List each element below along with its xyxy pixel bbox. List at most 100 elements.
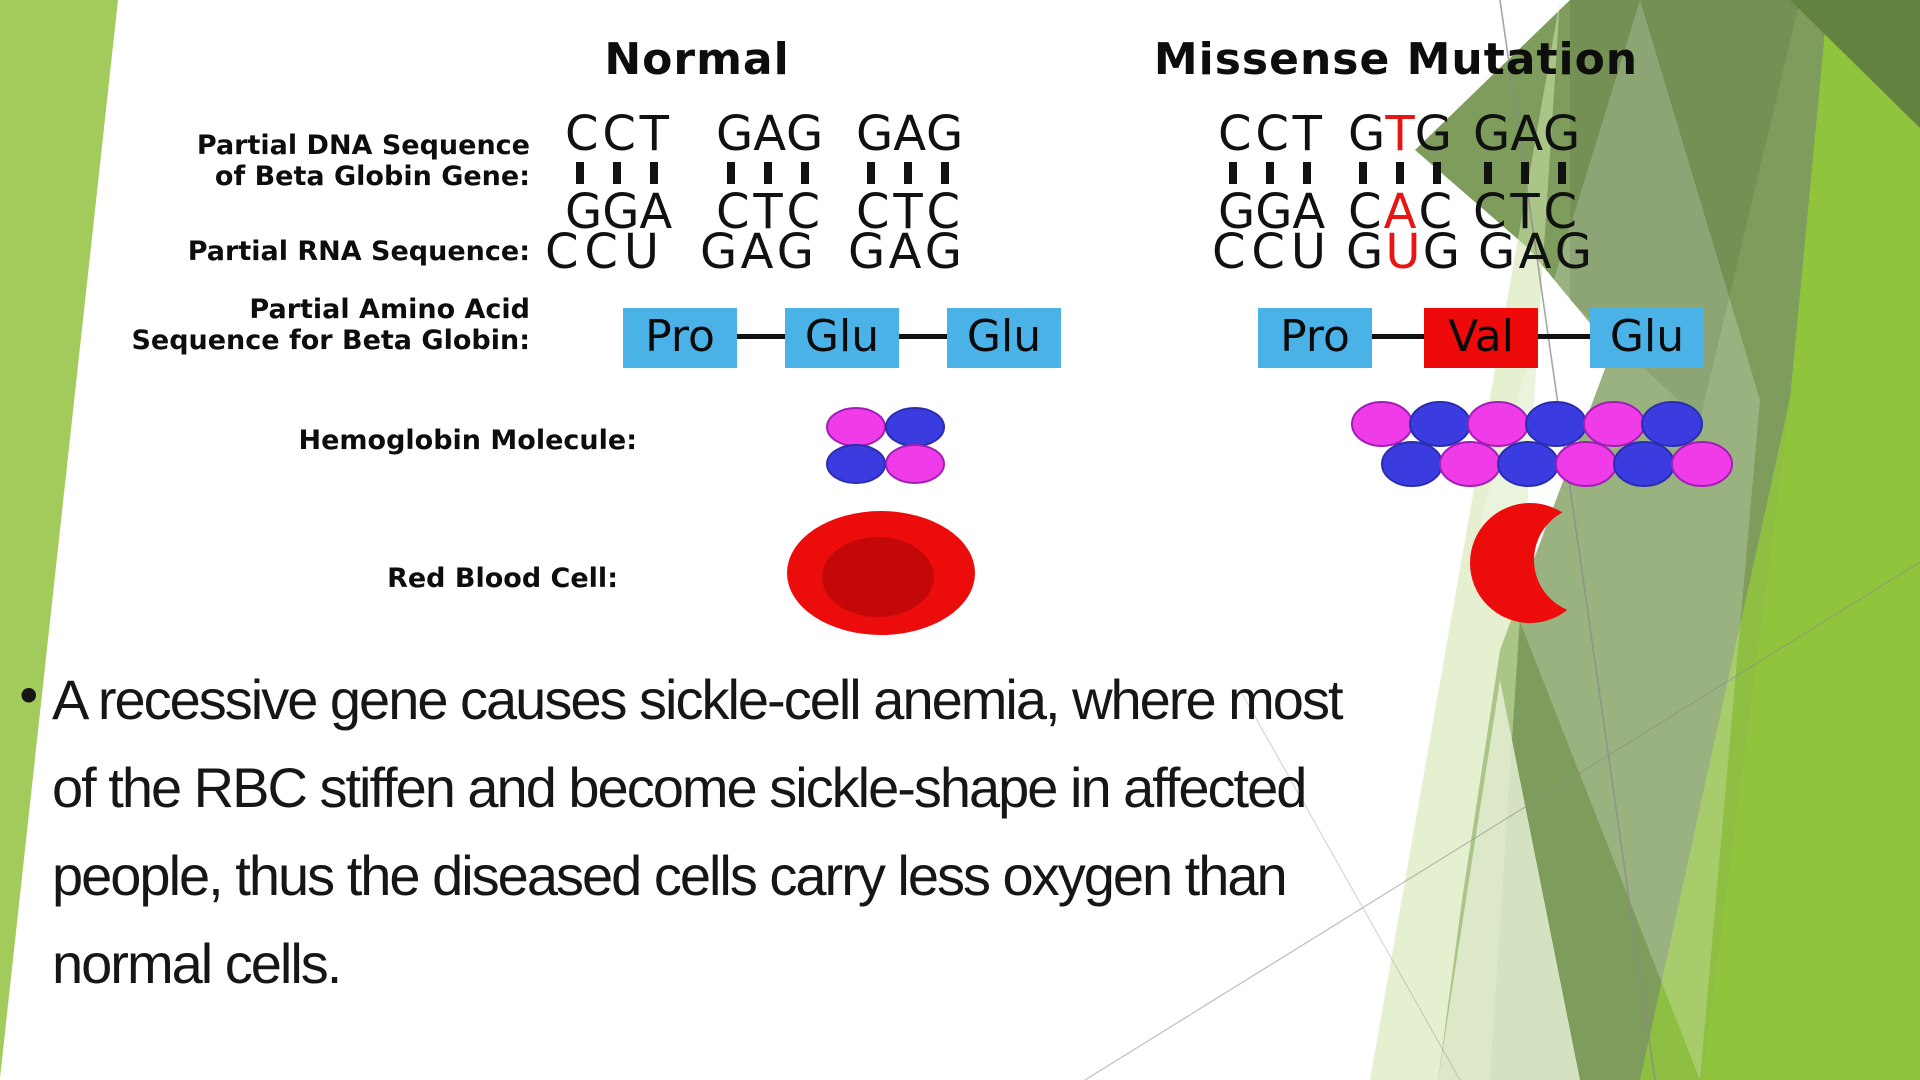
rna-row-label: Partial RNA Sequence: [187, 236, 530, 267]
hemoglobin-subunit-mutant [1351, 401, 1413, 447]
top-right-dark-corner-shape [1790, 0, 1920, 128]
base-letter: A [753, 106, 787, 162]
peptide-bond-line [737, 334, 785, 339]
hemoglobin-subunit-mutant [1525, 401, 1587, 447]
bond-tick-icon [1558, 162, 1566, 184]
amino-acid-box-glu: Glu [1590, 308, 1704, 368]
peptide-bond-line [1538, 334, 1590, 339]
bond-tick-icon [1229, 162, 1237, 184]
bullet-line: normal cells. [52, 932, 342, 995]
base-letter: G [1554, 224, 1592, 280]
base-pair-bonds-icon [851, 162, 965, 184]
base-letter: A [639, 184, 673, 240]
hemoglobin-subunit-normal [826, 444, 886, 484]
hemoglobin-subunit-mutant [1671, 441, 1733, 487]
rbc-row-label: Red Blood Cell: [387, 563, 618, 594]
base-letter: C [602, 106, 636, 162]
base-letter: G [924, 224, 962, 280]
base-pair-bonds-icon [711, 162, 825, 184]
bond-tick-icon [1484, 162, 1492, 184]
bond-tick-icon [1396, 162, 1404, 184]
hemoglobin-subunit-mutant [1439, 441, 1501, 487]
amino-acid-box-pro: Pro [623, 308, 737, 368]
base-letter: U [1290, 224, 1326, 280]
base-letter: C [786, 184, 820, 240]
hemoglobin-row-label: Hemoglobin Molecule: [298, 425, 637, 456]
bullet-paragraph: A recessive gene causes sickle-cell anem… [52, 656, 1552, 1008]
hemoglobin-subunit-mutant [1381, 441, 1443, 487]
base-letter: G [1543, 106, 1581, 162]
bond-tick-icon [727, 162, 735, 184]
bullet-line: A recessive gene causes sickle-cell anem… [52, 668, 1344, 731]
bullet-line: people, thus the diseased cells carry le… [52, 844, 1288, 907]
bond-tick-icon [801, 162, 809, 184]
hemoglobin-subunit-mutant [1497, 441, 1559, 487]
base-letter: C [1218, 106, 1252, 162]
base-letter: G [1473, 106, 1511, 162]
base-letter: G [926, 106, 964, 162]
base-letter: G [700, 224, 738, 280]
red-blood-cell-normal-center [822, 537, 934, 617]
base-letter: G [1218, 184, 1256, 240]
bond-tick-icon [1433, 162, 1441, 184]
base-letter: G [786, 106, 824, 162]
base-letter: G [1414, 106, 1452, 162]
bond-tick-icon [1521, 162, 1529, 184]
amino-acid-box-val: Val [1424, 308, 1538, 368]
base-letter: C [1212, 224, 1246, 280]
normal-column-header: Normal [604, 34, 790, 85]
mutated-base-letter: U [1385, 224, 1421, 280]
base-letter: C [856, 184, 890, 240]
base-letter: A [1292, 184, 1326, 240]
hemoglobin-subunit-normal [885, 444, 945, 484]
base-letter: U [623, 224, 659, 280]
peptide-bond-line [899, 334, 947, 339]
peptide-bond-line [1372, 334, 1424, 339]
base-letter: A [1518, 224, 1552, 280]
base-pair-bonds-icon [1213, 162, 1327, 184]
red-blood-cell-sickle [1470, 503, 1590, 623]
hemoglobin-subunit-mutant [1613, 441, 1675, 487]
right-bright-green-shape [1702, 0, 1920, 1080]
hemoglobin-subunit-normal [885, 407, 945, 447]
mutated-base-letter: T [1385, 106, 1415, 162]
base-letter: A [740, 224, 774, 280]
amino-acid-box-glu: Glu [947, 308, 1061, 368]
base-letter: C [1255, 106, 1289, 162]
amino-acid-box-glu: Glu [785, 308, 899, 368]
base-letter: C [1251, 224, 1285, 280]
bullet-marker: • [14, 668, 44, 726]
base-letter: G [1346, 224, 1384, 280]
bond-tick-icon [1359, 162, 1367, 184]
base-letter: T [893, 184, 923, 240]
base-letter: C [716, 184, 750, 240]
bond-tick-icon [613, 162, 621, 184]
base-letter: C [584, 224, 618, 280]
base-pair-bonds-icon [560, 162, 674, 184]
mutation-column-header: Missense Mutation [1153, 34, 1639, 85]
base-letter: T [753, 184, 783, 240]
bond-tick-icon [867, 162, 875, 184]
amino-acid-row-label: Partial Amino Acid Sequence for Beta Glo… [131, 294, 530, 356]
base-letter: A [1510, 106, 1544, 162]
hemoglobin-subunit-mutant [1583, 401, 1645, 447]
hemoglobin-subunit-mutant [1409, 401, 1471, 447]
base-letter: G [1478, 224, 1516, 280]
